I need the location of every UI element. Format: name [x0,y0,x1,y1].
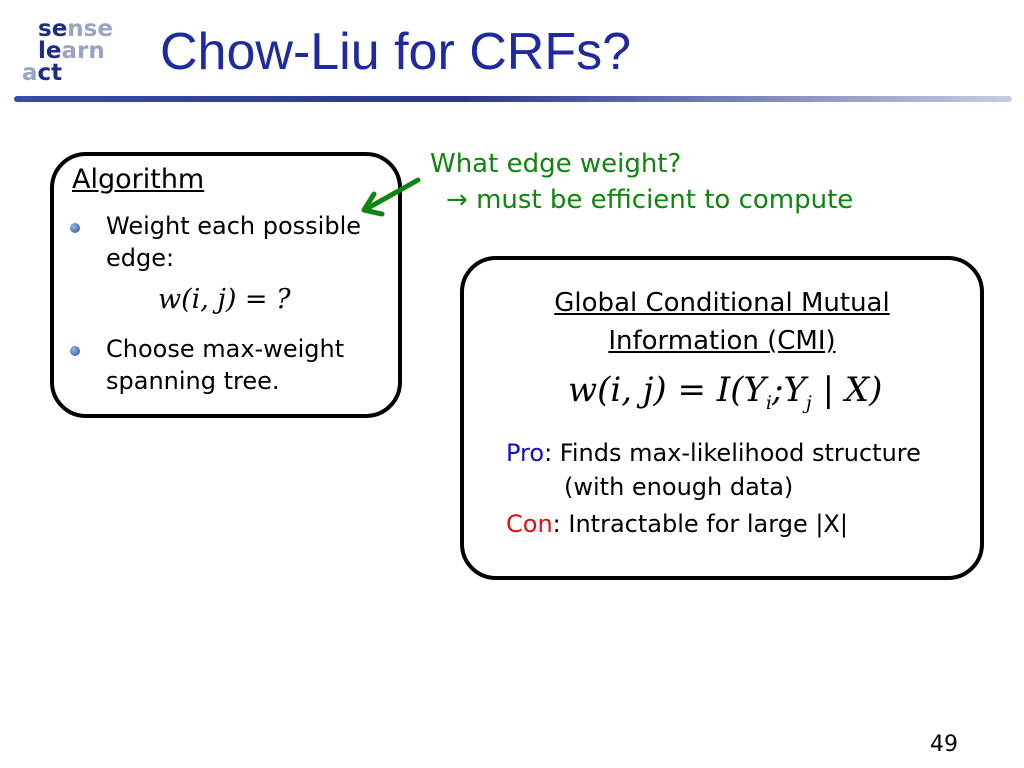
callout-question: What edge weight? [430,149,682,179]
con-label: Con [506,510,553,538]
logo-line-sense: sense [38,16,113,42]
con-statement: Con: Intractable for large |X| [506,510,848,538]
cmi-heading: Global Conditional Mutual Information (C… [554,288,890,356]
algorithm-heading: Algorithm [72,164,205,195]
cmi-box: Global Conditional Mutual Information (C… [460,256,984,580]
slide-title: Chow-Liu for CRFs? [160,23,632,81]
right-arrow-icon: → [446,185,468,215]
pro-label: Pro [506,439,545,467]
edge-weight-equation: w(i, j) = ? [158,284,291,315]
bullet-dot-icon [70,223,80,233]
page-number: 49 [930,732,958,757]
callout-arrow-icon [361,177,421,217]
pro-caveat: (with enough data) [564,473,794,501]
cmi-equation: w(i, j) = I(Yi;Yj | X) [568,370,883,414]
callout-efficiency-note: → must be efficient to compute [446,185,854,215]
algorithm-box: Algorithm Weight each possible edge: w(i… [50,152,402,418]
pro-statement: Pro: Finds max-likelihood structure (wit… [506,439,921,501]
edge-weight-callout: What edge weight? → must be efficient to… [430,146,853,218]
bullet-weight-edge-text: Weight each possible edge: [106,212,362,272]
bullet-spanning-tree-text: Choose max-weight spanning tree. [106,335,345,395]
sense-learn-act-logo: sense learn act [22,18,122,90]
title-divider [14,96,1012,102]
bullet-dot-icon [70,346,80,356]
logo-line-act: act [22,60,63,86]
logo-line-learn: learn [38,38,105,64]
